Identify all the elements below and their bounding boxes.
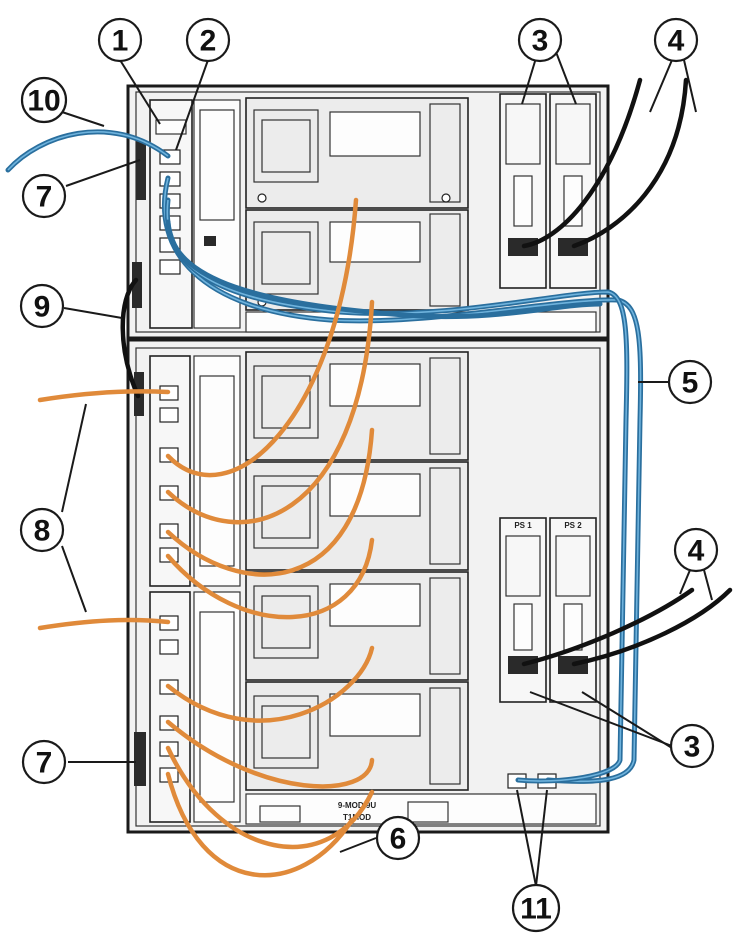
callout-7-upper: 7	[23, 175, 65, 217]
callout-5: 5	[669, 361, 711, 403]
callout-number: 2	[200, 25, 217, 58]
callout-4-upper: 4	[655, 19, 697, 61]
callout-number: 6	[390, 823, 407, 856]
power-supply: PS 2	[550, 518, 596, 702]
callout-2: 2	[187, 19, 229, 61]
callout-9: 9	[21, 285, 63, 327]
callout-6: 6	[377, 817, 419, 859]
tape-drive-bay	[246, 682, 468, 790]
callout-number: 3	[532, 25, 549, 58]
fc-io-blade	[150, 592, 240, 822]
tape-drive-bay	[246, 98, 468, 208]
callout-1: 1	[99, 19, 141, 61]
callout-number: 8	[34, 515, 51, 548]
callout-number: 4	[688, 535, 705, 568]
callout-4-lower: 4	[675, 529, 717, 571]
psu-label: PS 2	[564, 521, 582, 530]
callout-number: 10	[27, 85, 60, 118]
callout-number: 7	[36, 747, 53, 780]
callout-3-lower: 3	[671, 725, 713, 767]
power-supply	[550, 94, 596, 288]
module-label: 9-MOD 9U	[338, 801, 376, 810]
psu-label: PS 1	[514, 521, 532, 530]
callout-number: 7	[36, 181, 53, 214]
callout-number: 4	[668, 25, 685, 58]
power-supply	[500, 94, 546, 288]
callout-number: 3	[684, 731, 701, 764]
callout-11: 11	[513, 885, 559, 931]
callout-number: 1	[112, 25, 129, 58]
callout-number: 11	[520, 893, 552, 926]
callout-8: 8	[21, 509, 63, 551]
tape-drive-bay	[246, 572, 468, 680]
tape-drive-bay	[246, 210, 468, 310]
power-supply: PS 1	[500, 518, 546, 702]
tape-drive-bay	[246, 462, 468, 570]
callout-3-upper: 3	[519, 19, 561, 61]
callout-number: 9	[34, 291, 51, 324]
callout-7-lower: 7	[23, 741, 65, 783]
callout-10: 10	[22, 78, 66, 122]
callout-number: 5	[682, 367, 699, 400]
